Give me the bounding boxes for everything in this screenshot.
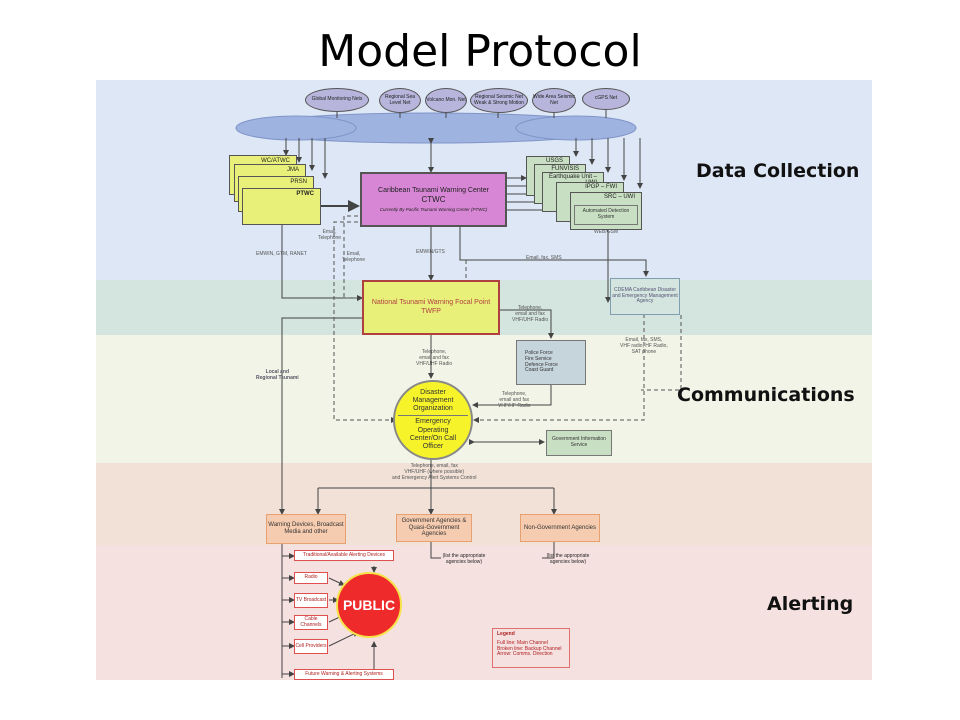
network-oval-global: Global Monitoring Nets <box>305 88 369 112</box>
services-box: Police Force Fire Service Defence Force … <box>516 340 586 385</box>
ctwc-note: Currently By Pacific Tsunami Warning Cen… <box>379 206 488 212</box>
network-oval-sea-level: Regional Sea Level Net <box>379 88 421 113</box>
connector-lines <box>235 110 682 678</box>
ctwc-box: Caribbean Tsunami Warning Center CTWC Cu… <box>360 172 507 227</box>
label-local-regional: Local and Regional Tsunami <box>256 369 299 381</box>
service-coast-guard: Coast Guard <box>525 367 554 374</box>
label-emwin-gts: EMWIN/GTS <box>416 249 445 255</box>
center-ptwc: PTWC <box>242 188 321 225</box>
legend-title: Legend <box>497 631 515 637</box>
section-label-communications: Communications <box>677 384 855 406</box>
dmo-circle: Disaster Management Organization Emergen… <box>393 380 473 460</box>
legend-line-main: Full line: Main Channel <box>497 639 548 646</box>
twfp-box: National Tsunami Warning Focal Point TWF… <box>362 280 500 335</box>
label-tel-fax-2: Telephone, email and fax VHF/UHF Radio <box>416 349 453 367</box>
page-title: Model Protocol <box>318 26 642 77</box>
section-label-data-collection: Data Collection <box>696 160 860 182</box>
twfp-name: National Tsunami Warning Focal Point <box>371 299 491 307</box>
gis-box: Government Information Service <box>546 430 612 456</box>
label-email-sms: Email, fax, SMS, VHF radio, HF Radio, SA… <box>620 337 668 355</box>
band-alerting-top <box>96 463 872 545</box>
service-fire: Fire Service <box>525 355 552 362</box>
receiver-government: Government Agencies & Quasi-Government A… <box>396 514 472 542</box>
label-email-tel-2: Email, Telephone <box>342 251 366 263</box>
label-email-tel-1: Email, Telephone <box>318 229 342 241</box>
channel-tv: TV Broadcast <box>294 593 328 608</box>
protocol-diagram: Global Monitoring Nets Regional Sea Leve… <box>96 80 872 680</box>
ctwc-abbr: CTWC <box>421 195 446 205</box>
channel-radio: Radio <box>294 572 328 584</box>
receiver-non-government: Non-Government Agencies <box>520 514 600 542</box>
list-note-government: (list the appropriate agencies below) <box>442 553 486 565</box>
network-oval-wide-area: Wide Area Seismic Net <box>532 88 576 113</box>
network-oval-volcano: Volcano Mon. Net <box>425 88 467 113</box>
channel-cell: Cell Providers <box>294 639 328 654</box>
legend-line-backup: Broken line: Backup Channel <box>497 645 562 652</box>
cdema-box: CDEMA Caribbean Disaster and Emergency M… <box>610 278 680 315</box>
ctwc-name: Caribbean Tsunami Warning Center <box>378 187 489 195</box>
label-tel-fax-1: Telephone, email and fax VHF/UHF Radio <box>512 305 549 323</box>
dmo-bottom: Emergency Operating Center/On Call Offic… <box>409 418 457 450</box>
band-alerting <box>96 545 872 680</box>
receiver-warning-devices: Warning Devices, Broadcast Media and oth… <box>266 514 346 544</box>
twfp-abbr: TWFP <box>421 307 441 315</box>
channel-future: Future Warning & Alerting Systems <box>294 669 394 680</box>
network-oval-cgps: cGPS Net <box>582 88 630 110</box>
label-email-fax-sms: Email, fax, SMS <box>526 255 562 261</box>
section-label-alerting: Alerting <box>767 593 854 615</box>
label-web-gsm: WEB/GSM <box>594 229 619 235</box>
channel-cable: Cable Channels <box>294 615 328 630</box>
channel-traditional: Traditional/Available Alerting Devices <box>294 550 394 561</box>
label-tel-fax-3: Telephone, email and fax VHF/HF Radio <box>498 391 531 409</box>
legend-line-arrow: Arrow: Comms. Direction <box>497 651 553 658</box>
service-defence: Defence Force <box>525 361 558 368</box>
monitoring-cloud <box>235 112 637 144</box>
network-oval-regional-seismic: Regional Seismic Net Weak & Strong Motio… <box>470 88 528 113</box>
public-circle: PUBLIC <box>336 572 402 638</box>
service-police: Police Force <box>525 350 553 356</box>
automated-detection-box: Automated Detection System <box>574 205 638 225</box>
label-emwin-left: EMWIN, GTM, RANET <box>256 251 307 257</box>
list-note-non-government: (list the appropriate agencies below) <box>546 553 590 565</box>
dmo-divider <box>398 415 468 417</box>
label-tel-vhf: Telephone, email, fax VHF/UHF (where pos… <box>392 463 477 481</box>
legend-box: Legend Full line: Main Channel Broken li… <box>492 628 570 668</box>
dmo-top: Disaster Management Organization <box>412 389 454 413</box>
